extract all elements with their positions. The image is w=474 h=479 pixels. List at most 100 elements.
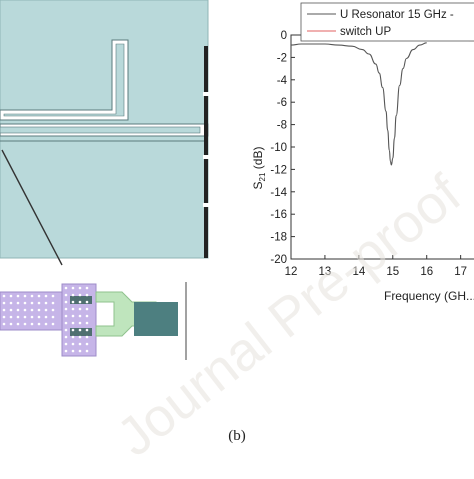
release-hole (71, 314, 75, 318)
release-hole (64, 335, 68, 339)
release-hole (16, 294, 20, 298)
release-hole (71, 349, 75, 353)
release-hole (71, 342, 75, 346)
release-hole (78, 286, 82, 290)
release-hole (85, 342, 89, 346)
release-hole (71, 300, 75, 304)
legend-box (300, 2, 474, 42)
release-hole (44, 322, 48, 326)
release-hole (23, 315, 27, 319)
x-tick-label: 13 (319, 266, 332, 278)
y-tick-label: -12 (270, 164, 287, 176)
release-hole (37, 322, 41, 326)
release-hole (37, 301, 41, 305)
zoom-line (1, 149, 63, 266)
release-hole (78, 342, 82, 346)
release-hole (64, 314, 68, 318)
release-holes (2, 286, 89, 353)
y-tick-label: 0 (281, 30, 287, 42)
release-hole (23, 294, 27, 298)
release-hole (64, 321, 68, 325)
release-hole (16, 308, 20, 312)
release-hole (71, 307, 75, 311)
legend-label-resonator: U Resonator 15 GHz - (340, 9, 454, 21)
series-line-0 (290, 42, 427, 166)
release-hole (44, 301, 48, 305)
release-hole (71, 335, 75, 339)
y-tick-label: -14 (270, 187, 287, 199)
release-hole (44, 294, 48, 298)
legend: U Resonator 15 GHz - switch UP (300, 2, 474, 42)
release-hole (23, 301, 27, 305)
x-tick-label: 16 (420, 266, 433, 278)
release-hole (16, 315, 20, 319)
x-tick-label: 17 (454, 266, 467, 278)
release-hole (9, 294, 13, 298)
x-tick-label: 14 (352, 266, 365, 278)
release-hole (78, 314, 82, 318)
y-axis-label: S21 (dB) (251, 147, 267, 190)
x-axis: 12 13 14 15 16 17 (285, 255, 467, 278)
y-axis: 0-2-4-6-8-10-12-14-16-18-20 (270, 30, 295, 266)
release-hole (9, 301, 13, 305)
release-hole (16, 322, 20, 326)
release-hole (64, 349, 68, 353)
release-hole (2, 322, 6, 326)
release-hole (51, 294, 55, 298)
x-tick-label: 12 (285, 266, 298, 278)
release-hole (85, 349, 89, 353)
release-hole (71, 321, 75, 325)
release-hole (30, 294, 34, 298)
release-hole (78, 349, 82, 353)
release-hole (78, 300, 82, 304)
layout-panel (0, 0, 209, 266)
release-hole (85, 293, 89, 297)
release-hole (37, 315, 41, 319)
release-hole (85, 314, 89, 318)
x-tick-label: 15 (386, 266, 399, 278)
release-hole (85, 328, 89, 332)
release-hole (30, 301, 34, 305)
feed-line-inner (0, 126, 201, 134)
port-gap-2 (203, 155, 209, 159)
switch-detail (0, 282, 187, 360)
release-hole (85, 335, 89, 339)
y-tick-label: -8 (277, 120, 287, 132)
release-hole (16, 301, 20, 305)
y-tick-label: -16 (270, 209, 287, 221)
release-hole (9, 308, 13, 312)
release-hole (78, 335, 82, 339)
release-hole (64, 300, 68, 304)
release-hole (2, 315, 6, 319)
port-gap-3 (203, 203, 209, 207)
release-hole (30, 315, 34, 319)
release-hole (2, 308, 6, 312)
release-hole (78, 321, 82, 325)
switch-contact (134, 302, 178, 336)
release-hole (71, 286, 75, 290)
anchor-top (70, 296, 92, 304)
y-tick-label: -6 (277, 97, 287, 109)
release-hole (85, 300, 89, 304)
release-hole (78, 328, 82, 332)
y-tick-label: -18 (270, 232, 287, 244)
y-tick-label: -4 (277, 75, 288, 87)
release-hole (64, 286, 68, 290)
release-hole (64, 307, 68, 311)
y-tick-label: -2 (277, 52, 287, 64)
release-hole (44, 315, 48, 319)
release-hole (64, 342, 68, 346)
release-hole (37, 294, 41, 298)
release-hole (64, 293, 68, 297)
release-hole (37, 308, 41, 312)
release-hole (44, 308, 48, 312)
release-hole (30, 308, 34, 312)
release-hole (2, 294, 6, 298)
release-hole (2, 301, 6, 305)
release-hole (51, 315, 55, 319)
x-axis-label: Frequency (GH... (384, 289, 474, 303)
release-hole (85, 307, 89, 311)
legend-label-switch: switch UP (340, 26, 391, 38)
